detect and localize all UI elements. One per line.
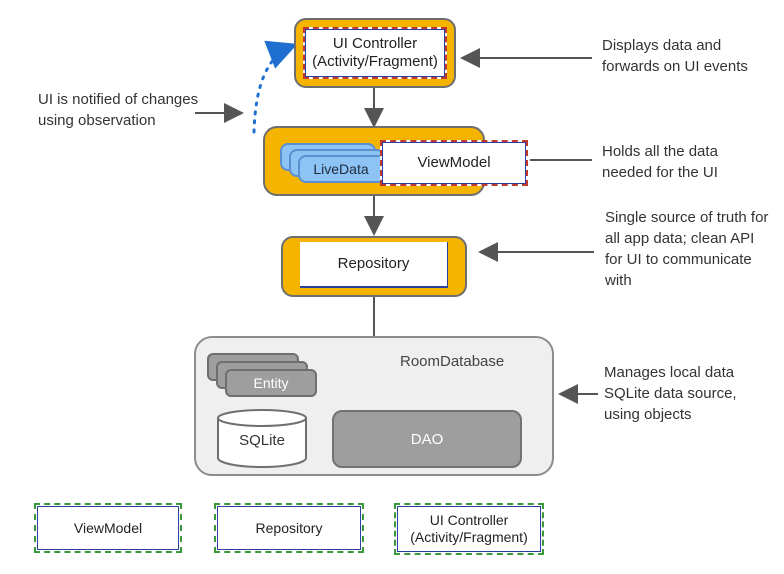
annotation-room: Manages local data SQLite data source, u… (604, 364, 737, 423)
viewmodel-box: ViewModel (380, 140, 528, 186)
livedata-label: LiveData (313, 161, 369, 177)
sqlite-label: SQLite (239, 432, 285, 449)
legend-repository: Repository (214, 503, 364, 553)
legend-viewmodel: ViewModel (34, 503, 182, 553)
entity-label: Entity (253, 375, 289, 391)
livedata-card-front (298, 155, 394, 183)
legend-ui-controller: UI Controller (Activity/Fragment) (394, 503, 544, 555)
annotation-observation: UI is notified of changes using observat… (38, 91, 199, 129)
dao-box: DAO (332, 410, 522, 468)
observation-arrow (252, 40, 298, 134)
ui-controller-box: UI Controller (Activity/Fragment) (303, 27, 447, 79)
annotation-viewmodel: Holds all the data needed for the UI (602, 143, 718, 181)
entity-card-front (225, 369, 317, 397)
room-database-label: RoomDatabase (400, 353, 505, 370)
repository-box: Repository (300, 242, 448, 288)
sqlite-cylinder (217, 409, 307, 468)
annotation-ui-controller: Displays data and forwards on UI events (602, 37, 748, 75)
annotation-repository: Single source of truth for all app data;… (605, 209, 769, 289)
